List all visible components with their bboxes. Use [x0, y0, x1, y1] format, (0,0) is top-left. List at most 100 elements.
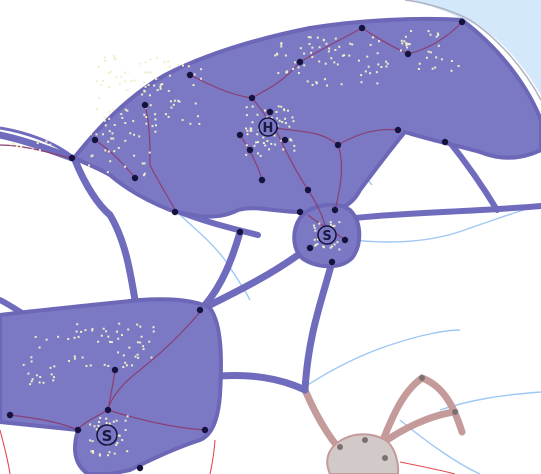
minor-point: [31, 148, 34, 151]
minor-point: [112, 137, 115, 140]
network-node[interactable]: [404, 50, 412, 58]
network-node[interactable]: [236, 228, 244, 236]
network-node[interactable]: [296, 208, 304, 216]
minor-point: [108, 117, 111, 120]
network-node[interactable]: [186, 71, 194, 79]
minor-point: [315, 81, 318, 84]
network-node[interactable]: [441, 138, 449, 146]
network-node[interactable]: [68, 154, 76, 162]
network-node[interactable]: [266, 108, 274, 116]
minor-point: [84, 329, 87, 332]
hub-north[interactable]: H: [258, 117, 278, 137]
corridor[interactable]: [201, 228, 244, 309]
network-node[interactable]: [341, 236, 349, 244]
network-node[interactable]: [6, 411, 14, 419]
gray-node[interactable]: [419, 375, 425, 381]
minor-point: [107, 364, 110, 367]
network-node[interactable]: [141, 101, 149, 109]
network-node[interactable]: [328, 258, 336, 266]
hub-southwest-marker[interactable]: [96, 424, 118, 446]
gray-region[interactable]: [301, 374, 466, 474]
network-node[interactable]: [91, 136, 99, 144]
minor-point: [100, 83, 103, 86]
minor-point: [141, 162, 144, 165]
gray-node[interactable]: [382, 455, 388, 461]
network-node[interactable]: [394, 126, 402, 134]
network-node[interactable]: [331, 206, 339, 214]
corridor[interactable]: [301, 258, 336, 394]
gray-node[interactable]: [337, 444, 343, 450]
minor-point: [152, 330, 155, 333]
network-node[interactable]: [246, 146, 254, 154]
corridor[interactable]: [0, 131, 76, 162]
minor-point: [333, 224, 336, 227]
corridor[interactable]: [445, 137, 500, 213]
minor-point: [278, 119, 281, 122]
network-node[interactable]: [201, 426, 209, 434]
network-node[interactable]: [248, 94, 256, 102]
minor-point: [95, 133, 98, 136]
corridor[interactable]: [216, 372, 309, 394]
network-node[interactable]: [131, 174, 139, 182]
minor-point: [194, 102, 197, 105]
minor-point: [435, 35, 438, 38]
minor-point: [111, 132, 114, 135]
network-node[interactable]: [196, 306, 204, 314]
hub-center-marker[interactable]: [317, 225, 337, 245]
gray-node[interactable]: [452, 409, 458, 415]
minor-point: [408, 43, 411, 46]
network-node[interactable]: [304, 186, 312, 194]
minor-point: [427, 30, 430, 33]
minor-point: [156, 56, 158, 59]
hub-north-marker[interactable]: [258, 117, 278, 137]
minor-point: [73, 357, 76, 360]
minor-point: [124, 122, 127, 124]
minor-point: [154, 113, 157, 116]
minor-point: [129, 132, 132, 135]
hub-center[interactable]: S: [317, 225, 337, 245]
minor-point: [275, 111, 278, 113]
region-southwest-area[interactable]: [0, 297, 223, 474]
network-node[interactable]: [458, 18, 466, 26]
network-node[interactable]: [171, 208, 179, 216]
minor-point: [148, 94, 151, 97]
corridor[interactable]: [71, 156, 139, 304]
hub-southwest[interactable]: S: [96, 424, 118, 446]
minor-point: [435, 56, 438, 59]
network-node[interactable]: [334, 141, 342, 149]
corridor[interactable]: [206, 251, 302, 309]
region-southwest[interactable]: [0, 297, 223, 474]
network-node[interactable]: [281, 136, 289, 144]
network-node[interactable]: [136, 464, 144, 472]
minor-point: [67, 338, 70, 340]
minor-point: [262, 136, 265, 139]
minor-point: [151, 125, 154, 128]
network-node[interactable]: [258, 176, 266, 184]
minor-point: [283, 109, 286, 112]
network-node[interactable]: [111, 366, 119, 374]
network-node[interactable]: [296, 58, 304, 66]
minor-point: [154, 118, 157, 121]
network-node[interactable]: [306, 244, 314, 252]
network-node[interactable]: [236, 131, 244, 139]
minor-point: [193, 73, 196, 76]
minor-point: [149, 71, 152, 74]
network-node[interactable]: [104, 406, 112, 414]
minor-point: [109, 160, 112, 163]
network-node[interactable]: [74, 426, 82, 434]
minor-point: [105, 422, 108, 425]
corridor[interactable]: [352, 203, 541, 221]
minor-point: [104, 124, 107, 127]
minor-point: [149, 58, 152, 61]
gray-node[interactable]: [362, 437, 368, 443]
minor-point: [288, 125, 291, 128]
region-north[interactable]: [0, 16, 541, 219]
minor-point: [167, 115, 170, 118]
region-north-area[interactable]: [72, 16, 541, 219]
minor-point: [142, 345, 145, 348]
network-node[interactable]: [358, 24, 366, 32]
minor-point: [35, 374, 38, 377]
minor-point: [181, 119, 184, 121]
